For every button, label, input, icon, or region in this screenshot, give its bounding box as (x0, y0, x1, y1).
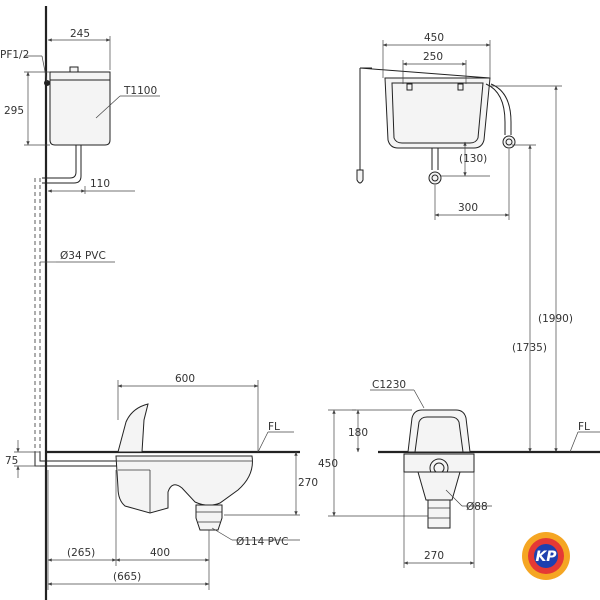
dimension-300: 300 (434, 149, 510, 220)
label-1990: (1990) (538, 313, 573, 325)
pipe-callout: Ø34 PVC (40, 250, 115, 263)
dimension-1735: (1735) (512, 144, 547, 453)
label-300: 300 (458, 202, 478, 214)
label-450-front: 450 (318, 458, 338, 470)
dimension-245: 245 (47, 28, 111, 70)
brand-logo: KP (522, 532, 570, 580)
dimension-130: (130) (441, 141, 490, 177)
cistern-left (44, 66, 111, 146)
label-450-top: 450 (424, 32, 444, 44)
dimension-600: 600 (117, 373, 259, 452)
outlet-callout: Ø114 PVC (211, 527, 300, 548)
dimension-270-front: 270 (403, 472, 475, 568)
label-250: 250 (423, 51, 443, 63)
dimension-270-side: 270 (224, 451, 318, 516)
label-outlet: Ø114 PVC (236, 536, 289, 548)
label-pf12: PF1/2 (0, 49, 29, 61)
label-110: 110 (90, 178, 110, 190)
dimension-295: 295 (4, 71, 50, 146)
thread-callout: PF1/2 (0, 49, 48, 83)
label-88: Ø88 (466, 501, 488, 513)
label-t1100: T1100 (123, 85, 157, 97)
dimension-180: 180 (348, 409, 412, 453)
dimension-250: 250 (402, 51, 467, 84)
floor-label-right: FL (569, 421, 600, 453)
bowl-callout: C1230 (370, 379, 425, 409)
dimension-450-top: 450 (382, 32, 491, 78)
inlet-valve (44, 80, 50, 86)
label-75: 75 (5, 455, 18, 467)
pan-side (115, 403, 253, 531)
label-270-side: 270 (298, 477, 318, 489)
dimension-450-front: 450 (318, 409, 428, 517)
dimension-75: 75 (5, 440, 40, 478)
label-c1230: C1230 (372, 379, 406, 391)
label-1735: (1735) (512, 342, 547, 354)
dimension-1990: (1990) (490, 85, 573, 453)
label-265: (265) (67, 547, 95, 559)
cistern-front (356, 67, 516, 185)
label-fl-right: FL (578, 421, 590, 433)
dimension-110: 110 (47, 178, 135, 194)
dimension-265-400: (265) 400 (47, 470, 210, 590)
logo-mark: KP (535, 549, 557, 565)
label-295: 295 (4, 105, 24, 117)
label-245: 245 (70, 28, 90, 40)
pan-front (403, 409, 475, 529)
label-pipe: Ø34 PVC (60, 250, 106, 262)
label-600: 600 (175, 373, 195, 385)
label-400: 400 (150, 547, 170, 559)
label-130: (130) (459, 153, 487, 165)
floor-label-left: FL (257, 421, 294, 453)
drain-callout: Ø88 (445, 489, 492, 513)
flush-pipe (34, 145, 118, 467)
label-665: (665) (113, 571, 141, 583)
label-180: 180 (348, 427, 368, 439)
label-fl-left: FL (268, 421, 280, 433)
tank-callout: T1100 (95, 85, 160, 119)
label-270-front: 270 (424, 550, 444, 562)
dimension-665: (665) (47, 571, 210, 586)
